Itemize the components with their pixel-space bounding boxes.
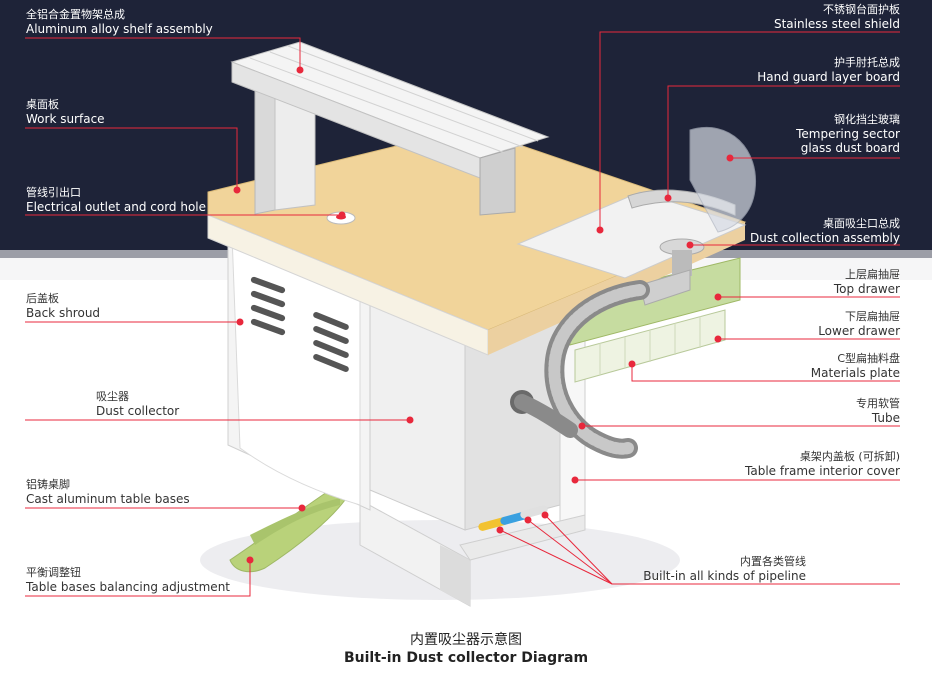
- label-dots: [233, 66, 734, 564]
- label-cn: 护手肘托总成: [834, 56, 900, 69]
- label-en: Back shroud: [26, 306, 101, 320]
- leader-lines-right: [499, 31, 900, 585]
- label-en: Stainless steel shield: [773, 17, 900, 31]
- label-cn: 钢化挡尘玻璃: [834, 113, 900, 126]
- label-cn: 桌面吸尘口总成: [823, 217, 900, 230]
- label-cn: 铝铸桌脚: [26, 478, 70, 491]
- label-cn: C型扁抽料盘: [837, 352, 900, 365]
- leader-lines-left: [25, 37, 410, 597]
- caption-cn: 内置吸尘器示意图: [410, 632, 522, 648]
- label-en: Top drawer: [833, 282, 900, 296]
- label-en: Dust collection assembly: [750, 231, 900, 245]
- label-en: Work surface: [26, 112, 105, 126]
- label-en: Table frame interior cover: [745, 464, 900, 478]
- label-cn: 管线引出口: [26, 186, 81, 199]
- label-cn: 吸尘器: [96, 390, 129, 403]
- caption-en: Built-in Dust collector Diagram: [343, 650, 589, 666]
- label-en: Electrical outlet and cord hole: [26, 200, 207, 214]
- label-cn: 平衡调整钮: [26, 566, 81, 579]
- label-cn: 下层扁抽屉: [845, 310, 900, 323]
- label-cn: 桌架内盖板 (可拆卸): [799, 450, 900, 463]
- label-cn: 上层扁抽屉: [845, 268, 900, 281]
- label-interior-cover: 桌架内盖板 (可拆卸) Table frame interior cover: [745, 450, 900, 478]
- glass-dust-board: [689, 127, 757, 233]
- label-shelf-assembly: 全铝合金置物架总成 Aluminum alloy shelf assembly: [26, 8, 213, 36]
- label-en: Table bases balancing adjustment: [26, 580, 230, 594]
- label-top-drawer: 上层扁抽屉 Top drawer: [834, 268, 900, 296]
- label-en: Lower drawer: [818, 324, 900, 338]
- label-en: Built-in all kinds of pipeline: [643, 569, 806, 583]
- label-cn: 不锈钢台面护板: [823, 3, 900, 16]
- label-en: Tube: [871, 411, 900, 425]
- label-materials-plate: C型扁抽料盘 Materials plate: [811, 352, 900, 380]
- label-back-shroud: 后盖板 Back shroud: [26, 292, 100, 320]
- label-en: Aluminum alloy shelf assembly: [26, 22, 213, 36]
- label-en: Hand guard layer board: [757, 70, 900, 84]
- shelf-post: [254, 79, 276, 215]
- label-cn: 专用软管: [856, 397, 900, 410]
- label-pipeline: 内置各类管线 Built-in all kinds of pipeline: [643, 555, 806, 583]
- label-dust-collector: 吸尘器 Dust collector: [96, 390, 179, 418]
- label-cord-hole: 管线引出口 Electrical outlet and cord hole: [26, 186, 206, 214]
- label-tube: 专用软管 Tube: [856, 397, 900, 425]
- label-hand-guard: 护手肘托总成 Hand guard layer board: [757, 56, 900, 84]
- vent-slots: [250, 276, 349, 372]
- label-en: Dust collector: [96, 404, 180, 418]
- label-cn: 后盖板: [26, 292, 59, 305]
- label-stainless-shield: 不锈钢台面护板 Stainless steel shield: [774, 3, 900, 31]
- label-table-bases: 铝铸桌脚 Cast aluminum table bases: [26, 478, 190, 506]
- label-dust-collection-assembly: 桌面吸尘口总成 Dust collection assembly: [750, 217, 900, 245]
- label-lower-drawer: 下层扁抽屉 Lower drawer: [818, 310, 900, 338]
- label-glass-dust-board: 钢化挡尘玻璃 Tempering sector glass dust board: [770, 113, 900, 155]
- label-work-surface: 桌面板 Work surface: [26, 98, 105, 126]
- label-balancing-adjustment: 平衡调整钮 Table bases balancing adjustment: [26, 566, 230, 594]
- label-en: Cast aluminum table bases: [26, 492, 190, 506]
- label-en: Tempering sector glass dust board: [796, 127, 900, 155]
- label-cn: 桌面板: [26, 98, 59, 111]
- label-en: Materials plate: [810, 366, 900, 380]
- stainless-shield: [516, 191, 747, 279]
- label-cn: 全铝合金置物架总成: [26, 8, 125, 21]
- label-cn: 内置各类管线: [740, 555, 806, 568]
- diagram-caption: 内置吸尘器示意图 Built-in Dust collector Diagram: [0, 631, 932, 667]
